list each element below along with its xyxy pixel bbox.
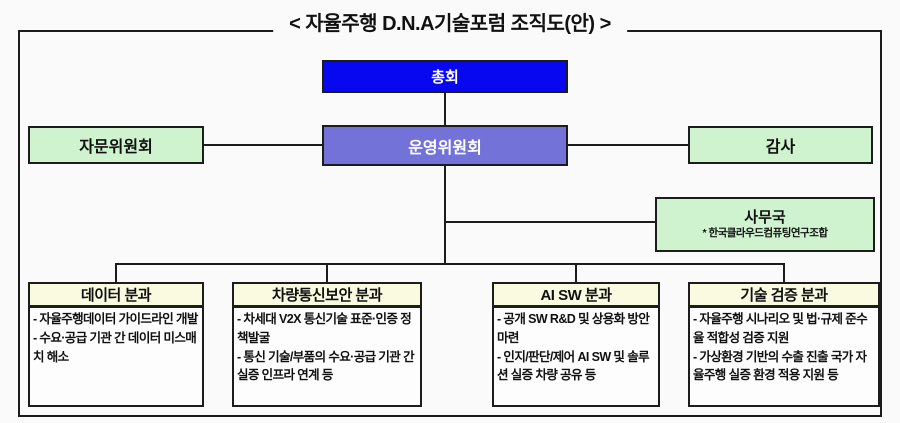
division-tech-verification-item-1: - 자율주행 시나리오 및 법·규제 준수율 적합성 검증 지원: [693, 312, 868, 345]
node-advisory-committee: 자문위원회: [28, 126, 204, 164]
division-data-body: - 자율주행데이터 가이드라인 개발 - 수요·공급 기관 간 데이터 미스매치…: [28, 306, 204, 407]
division-tech-verification-item-2: - 가상환경 기반의 수출 진출 국가 자율주행 실증 환경 적용 지원 등: [693, 349, 867, 383]
connector-stub-data: [115, 263, 117, 283]
division-ai-sw-item-2: - 인지/판단/제어 AI SW 및 솔루션 실증 차량 공유 등: [497, 349, 650, 383]
division-tech-verification-body: - 자율주행 시나리오 및 법·규제 준수율 적합성 검증 지원 - 가상환경 …: [688, 306, 880, 407]
division-ai-sw-title: AI SW 분과: [492, 282, 660, 307]
connector-stub-aisw: [575, 263, 577, 283]
division-ai-sw: AI SW 분과 - 공개 SW R&D 및 상용화 방안 마련 - 인지/판단…: [492, 282, 660, 407]
division-data-item-1: - 자율주행데이터 가이드라인 개발: [33, 312, 198, 326]
node-audit: 감사: [688, 126, 873, 164]
division-data-item-2: - 수요·공급 기관 간 데이터 미스매치 해소: [33, 330, 197, 364]
node-secretariat: 사무국 * 한국클라우드컴퓨팅연구조합: [655, 197, 875, 252]
node-secretariat-label: 사무국: [744, 208, 786, 226]
division-ai-sw-body: - 공개 SW R&D 및 상용화 방안 마련 - 인지/판단/제어 AI SW…: [492, 306, 660, 407]
division-ai-sw-item-1: - 공개 SW R&D 및 상용화 방안 마련: [497, 312, 650, 345]
connector-secretariat: [445, 221, 656, 223]
chart-title: < 자율주행 D.N.A기술포럼 조직도(안) >: [273, 7, 627, 36]
division-vehicle-comm-security-body: - 차세대 V2X 통신기술 표준·인증 정책발굴 - 통신 기술/부품의 수요…: [232, 306, 422, 407]
connector-distribution: [115, 263, 785, 265]
connector-steering-trunk: [444, 165, 446, 265]
division-vehicle-comm-security-item-2: - 통신 기술/부품의 수요·공급 기관 간 실증 인프라 연계 등: [237, 349, 415, 383]
node-secretariat-note: * 한국클라우드컴퓨팅연구조합: [702, 227, 828, 240]
division-tech-verification: 기술 검증 분과 - 자율주행 시나리오 및 법·규제 준수율 적합성 검증 지…: [688, 282, 880, 407]
division-data-title: 데이터 분과: [28, 282, 204, 307]
node-general-assembly-label: 총회: [431, 69, 459, 86]
connector-stub-comm: [326, 263, 328, 283]
division-vehicle-comm-security-item-1: - 차세대 V2X 통신기술 표준·인증 정책발굴: [237, 312, 412, 345]
division-vehicle-comm-security-title: 차량통신보안 분과: [232, 282, 422, 307]
node-steering-committee: 운영위원회: [322, 125, 568, 166]
division-data: 데이터 분과 - 자율주행데이터 가이드라인 개발 - 수요·공급 기관 간 데…: [28, 282, 204, 407]
connector-steering-audit: [567, 144, 689, 146]
node-steering-committee-label: 운영위원회: [408, 139, 482, 157]
division-vehicle-comm-security: 차량통신보안 분과 - 차세대 V2X 통신기술 표준·인증 정책발굴 - 통신…: [232, 282, 422, 407]
connector-advisory-steering: [203, 144, 323, 146]
division-tech-verification-title: 기술 검증 분과: [688, 282, 880, 307]
node-advisory-committee-label: 자문위원회: [79, 139, 153, 156]
node-audit-label: 감사: [765, 139, 796, 156]
connector-assembly-steering: [444, 93, 446, 127]
connector-stub-verify: [783, 263, 785, 283]
node-general-assembly: 총회: [322, 60, 568, 93]
